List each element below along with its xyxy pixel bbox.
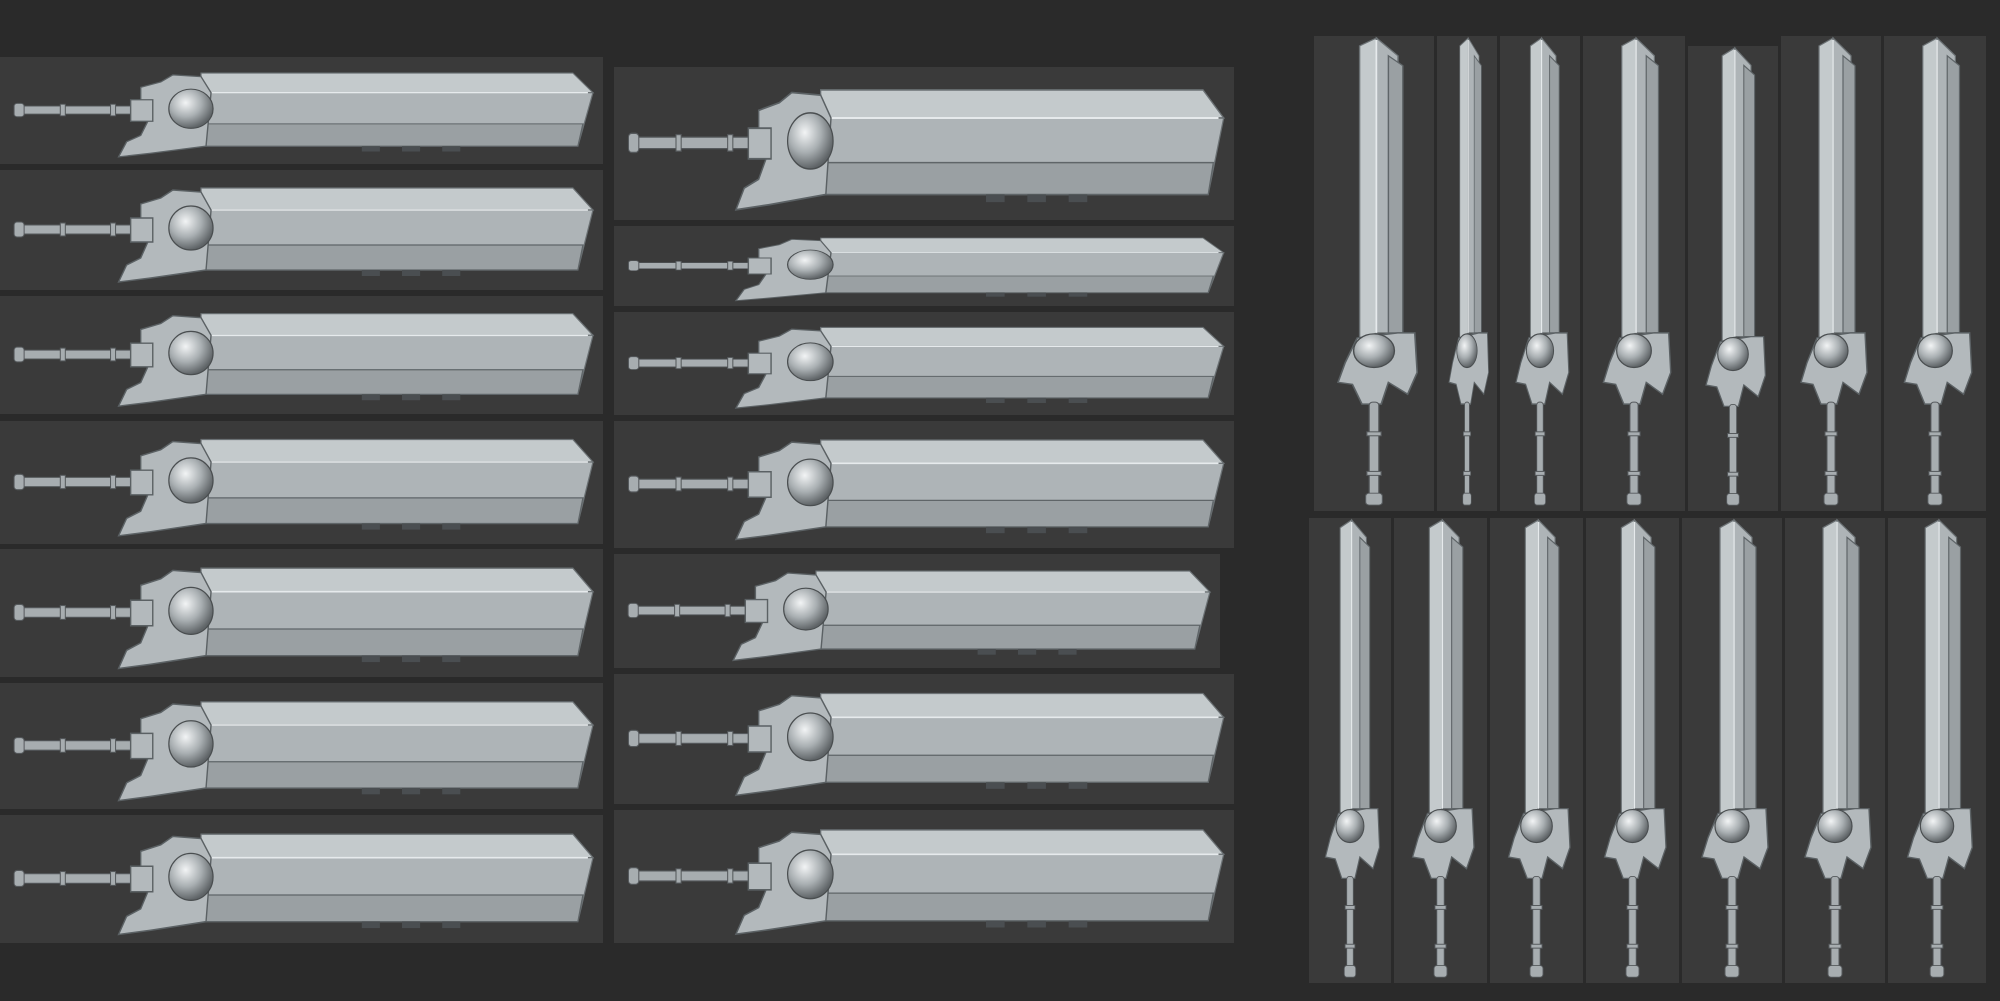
sword-panel-right-top-7 [1884, 36, 1986, 511]
vertical-sword-icon [1314, 36, 1434, 511]
horizontal-sword-icon [614, 312, 1234, 415]
vertical-sword-icon [1682, 518, 1782, 983]
sword-panel-right-bottom-4 [1586, 518, 1679, 983]
sword-panel-right-top-3 [1500, 36, 1580, 511]
sword-panel-left-4 [0, 421, 603, 544]
vertical-sword-icon [1500, 36, 1580, 511]
horizontal-sword-icon [0, 57, 603, 164]
horizontal-sword-icon [614, 810, 1234, 943]
sword-panel-mid-4 [614, 421, 1234, 548]
sword-panel-mid-5 [614, 554, 1220, 668]
sword-panel-left-2 [0, 170, 603, 290]
sword-panel-mid-1 [614, 67, 1234, 220]
vertical-sword-icon [1781, 36, 1881, 511]
sword-panel-left-7 [0, 815, 603, 943]
sword-panel-right-top-6 [1781, 36, 1881, 511]
vertical-sword-icon [1309, 518, 1391, 983]
sword-panel-mid-2 [614, 226, 1234, 306]
sword-panel-right-bottom-6 [1785, 518, 1885, 983]
vertical-sword-icon [1490, 518, 1583, 983]
vertical-sword-icon [1884, 36, 1986, 511]
horizontal-sword-icon [614, 421, 1234, 548]
sword-panel-right-bottom-5 [1682, 518, 1782, 983]
sword-panel-left-1 [0, 57, 603, 164]
horizontal-sword-icon [0, 296, 603, 414]
vertical-sword-icon [1583, 36, 1685, 511]
sword-panel-right-bottom-1 [1309, 518, 1391, 983]
vertical-sword-icon [1785, 518, 1885, 983]
sword-panel-mid-6 [614, 674, 1234, 804]
vertical-sword-icon [1688, 46, 1778, 511]
horizontal-sword-icon [614, 674, 1234, 804]
sword-panel-mid-3 [614, 312, 1234, 415]
sword-panel-left-6 [0, 683, 603, 809]
vertical-sword-icon [1394, 518, 1487, 983]
vertical-sword-icon [1586, 518, 1679, 983]
vertical-sword-icon [1437, 36, 1497, 511]
sword-panel-right-top-1 [1314, 36, 1434, 511]
sword-panel-right-top-4 [1583, 36, 1685, 511]
horizontal-sword-icon [614, 226, 1234, 306]
sword-panel-right-top-5 [1688, 46, 1778, 511]
sword-panel-right-bottom-7 [1888, 518, 1986, 983]
horizontal-sword-icon [614, 554, 1220, 668]
horizontal-sword-icon [0, 815, 603, 943]
sword-panel-left-5 [0, 549, 603, 677]
horizontal-sword-icon [0, 421, 603, 544]
sword-panel-left-3 [0, 296, 603, 414]
sword-panel-right-top-2 [1437, 36, 1497, 511]
horizontal-sword-icon [0, 549, 603, 677]
sword-panel-mid-7 [614, 810, 1234, 943]
horizontal-sword-icon [0, 170, 603, 290]
sword-panel-right-bottom-2 [1394, 518, 1487, 983]
sword-panel-right-bottom-3 [1490, 518, 1583, 983]
vertical-sword-icon [1888, 518, 1986, 983]
horizontal-sword-icon [0, 683, 603, 809]
horizontal-sword-icon [614, 67, 1234, 220]
